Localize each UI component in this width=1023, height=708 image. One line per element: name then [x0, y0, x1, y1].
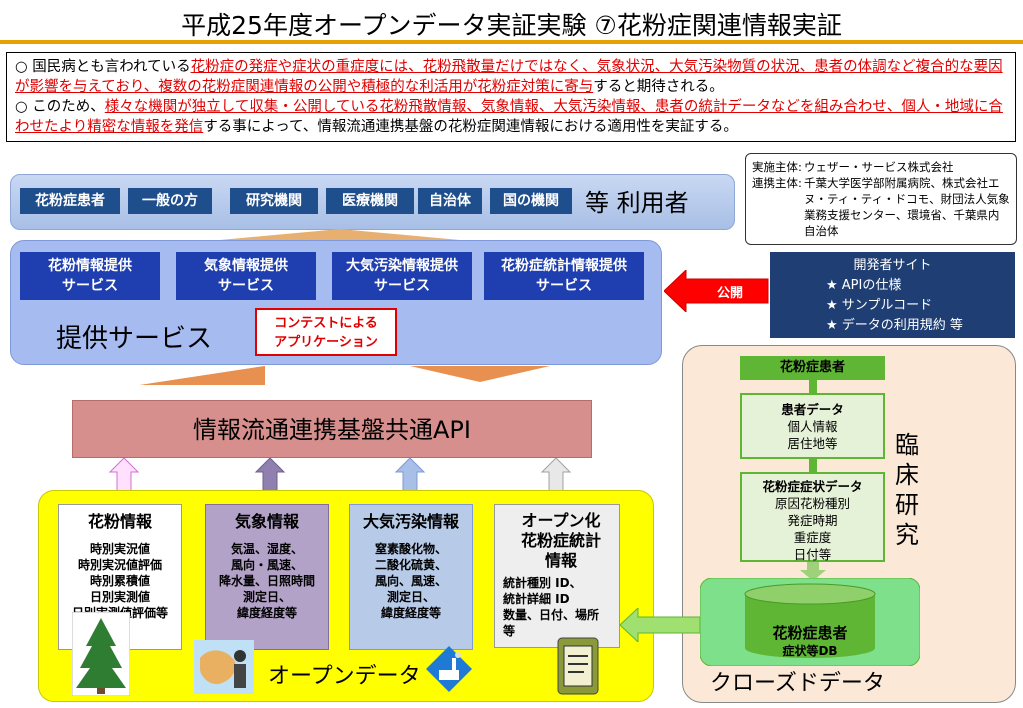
arrow-db-to-stats [620, 608, 701, 642]
card-weather-title: 気象情報 [234, 512, 299, 531]
arrow-to-db [800, 562, 826, 581]
card-stats-title: オープン化 花粉症統計 情報 [520, 511, 601, 570]
arrows-api-to-services [140, 366, 550, 385]
coop-key: 連携主体: [752, 176, 802, 190]
intro-box: ○ 国民病とも言われている花粉症の発症や症状の重症度には、花粉飛散量だけではなく… [6, 52, 1016, 142]
card-stats-body: 統計種別 ID、 統計詳細 ID 数量、日付、場所 等 [503, 576, 600, 638]
intro-1-highlight: 花粉症の発症や症状の重症度には、花粉飛散量だけではなく、気象状況、大気汚染物質の… [15, 59, 1003, 95]
patient-data-body: 個人情報 居住地等 [787, 419, 838, 451]
database-icon [700, 578, 920, 666]
intro-1-plain: 国民病とも言われている [27, 59, 191, 75]
service-pollen: 花粉情報提供 サービス [20, 252, 160, 300]
symptom-data-body: 原因花粉種別 発症時期 重症度 日付等 [774, 496, 850, 562]
common-api: 情報流通連携基盤共通API [72, 400, 592, 458]
coop-value: 千葉大学医学部附属病院、株式会社エヌ・ティ・ティ・ドコモ、財団法人気象業務支援セ… [804, 176, 1010, 238]
db-subtitle: 症状等DB [782, 644, 838, 658]
bullet-1: ○ [15, 59, 28, 75]
publish-arrow [664, 270, 769, 312]
card-stats: オープン化 花粉症統計 情報 統計種別 ID、 統計詳細 ID 数量、日付、場所… [494, 504, 620, 648]
patient-data-title: 患者データ [781, 402, 844, 417]
service-weather: 気象情報提供 サービス [176, 252, 316, 300]
card-weather: 気象情報 気温、湿度、 風向・風速、 降水量、日照時間 測定日、 緯度経度等 [205, 504, 329, 650]
contest-apps: コンテストによる アプリケーション [255, 308, 397, 356]
page-title: 平成25年度オープンデータ実証実験 ⑦花粉症関連情報実証 [181, 11, 842, 40]
tree-icon [72, 612, 130, 696]
impl-value: ウェザー・サービス株式会社 [804, 160, 954, 174]
bullet-2: ○ [15, 99, 28, 115]
clinic-connector-2 [809, 459, 817, 473]
open-data-label: オープンデータ [268, 664, 421, 689]
card-pollen-title: 花粉情報 [87, 512, 152, 531]
intro-2-highlight: 様々な機関が独立して収集・公開している花粉飛散情報、気象情報、大気汚染情報、患者… [15, 99, 1003, 135]
weather-map-icon [194, 640, 254, 694]
clinical-research-label: 臨床研究 [895, 431, 919, 549]
intro-2-tail: する事によって、情報流通連携基盤の花粉症関連情報における適用性を実証する。 [203, 119, 738, 135]
db-title: 花粉症患者 [772, 624, 848, 642]
publish-label: 公開 [716, 286, 743, 301]
clinic-connector-1 [809, 380, 817, 394]
intro-2-plain: このため、 [27, 99, 105, 115]
service-air: 大気汚染情報提供 サービス [332, 252, 472, 300]
devsite-item-sample: ★ サンプルコード [826, 298, 933, 313]
user-tag-general: 一般の方 [128, 188, 212, 214]
service-label: 提供サービス [56, 324, 213, 354]
closed-data-label: クローズドデータ [710, 671, 885, 696]
service-stats: 花粉症統計情報提供 サービス [484, 252, 644, 300]
user-tag-medical: 医療機関 [326, 188, 414, 214]
factory-icon [426, 646, 472, 692]
symptom-data-box: 花粉症症状データ 原因花粉種別 発症時期 重症度 日付等 [740, 472, 885, 562]
card-weather-body: 気温、湿度、 風向・風速、 降水量、日照時間 測定日、 緯度経度等 [218, 542, 315, 620]
user-tag-patient: 花粉症患者 [20, 188, 120, 214]
user-tag-research: 研究機関 [230, 188, 318, 214]
title-rule [0, 40, 1023, 44]
symptom-data-title: 花粉症症状データ [762, 479, 863, 494]
patient-data-box: 患者データ 個人情報 居住地等 [740, 393, 885, 459]
implementers-note: 実施主体:ウェザー・サービス株式会社 連携主体:千葉大学医学部附属病院、株式会社… [745, 153, 1017, 245]
document-icon [557, 637, 599, 695]
card-pollen-body: 時別実況値 時別実況値評価 時別累積値 日別実測値 日別実測値評価等 [72, 542, 168, 620]
user-tag-national: 国の機関 [490, 188, 572, 214]
intro-1-tail: すると期待される。 [593, 79, 724, 95]
card-air: 大気汚染情報 窒素酸化物、 二酸化硫黄、 風向、風速、 測定日、 緯度経度等 [349, 504, 473, 650]
devsite-item-api: ★ APIの仕様 [826, 278, 902, 293]
intro-line-1: ○ 国民病とも言われている花粉症の発症や症状の重症度には、花粉飛散量だけではなく… [15, 57, 1007, 97]
impl-key: 実施主体: [752, 160, 802, 174]
users-suffix: 等 利用者 [585, 189, 689, 217]
devsite-item-terms: ★ データの利用規約 等 [826, 318, 963, 333]
arrow-to-users [220, 229, 460, 240]
devsite-title: 開発者サイト [853, 258, 932, 273]
clinic-patient: 花粉症患者 [740, 356, 885, 380]
user-tag-municipal: 自治体 [418, 188, 482, 214]
developer-site: 開発者サイト ★ APIの仕様 ★ サンプルコード ★ データの利用規約 等 [770, 252, 1015, 338]
card-air-body: 窒素酸化物、 二酸化硫黄、 風向、風速、 測定日、 緯度経度等 [374, 542, 447, 620]
intro-line-2: ○ このため、様々な機関が独立して収集・公開している花粉飛散情報、気象情報、大気… [15, 97, 1007, 137]
card-air-title: 大気汚染情報 [362, 512, 459, 531]
